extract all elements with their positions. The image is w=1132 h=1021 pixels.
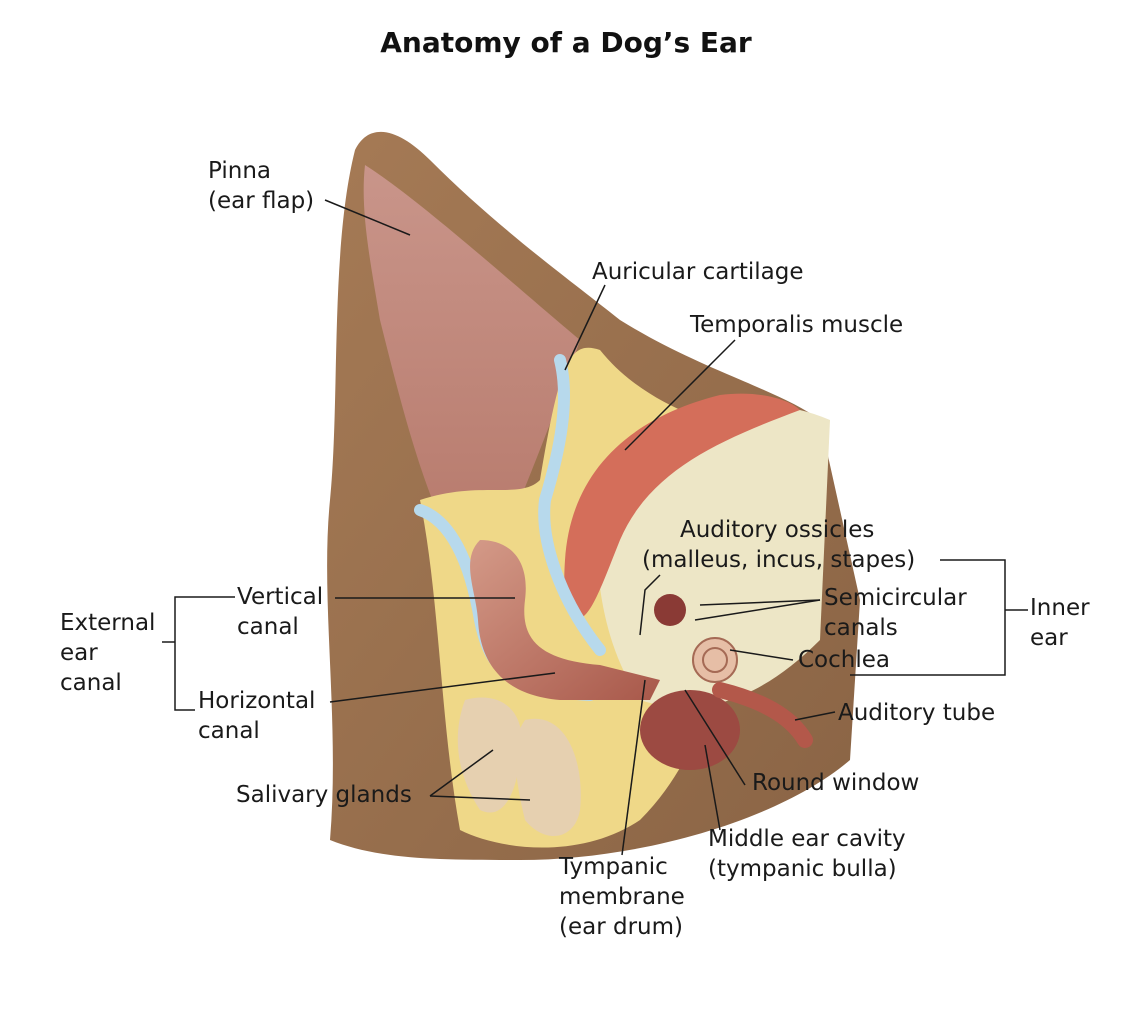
- external-canal-bracket: [174, 596, 235, 711]
- auditory-tube-leader: [794, 711, 836, 721]
- semicircular-canals-shape: [654, 594, 686, 626]
- salivary-gland-2: [515, 718, 581, 837]
- label-temporalis-muscle: Temporalis muscle: [690, 312, 904, 338]
- label-auricular-cartilage: Auricular cartilage: [592, 259, 804, 285]
- tympanic-bulla-shape: [640, 690, 740, 770]
- semicircular-canals-leader-1: [699, 599, 821, 606]
- middle-ear-leader: [704, 744, 721, 831]
- label-tympanic-membrane: Tympanic membrane (ear drum): [559, 854, 685, 940]
- pinna-inner: [363, 165, 580, 548]
- salivary-glands-leader-2: [429, 795, 531, 801]
- label-vertical-canal: Vertical canal: [237, 584, 324, 640]
- cochlea-shape: [692, 637, 738, 683]
- salivary-gland-1: [457, 697, 522, 813]
- horizontal-canal-leader: [329, 672, 556, 703]
- label-auditory-tube: Auditory tube: [838, 700, 996, 726]
- label-cochlea: Cochlea: [798, 647, 890, 673]
- round-window-leader: [684, 689, 746, 786]
- cochlea-leader: [729, 649, 794, 661]
- label-auditory-ossicles: Auditory ossicles (malleus, incus, stape…: [642, 517, 916, 573]
- semicircular-canals-leader-2: [694, 599, 821, 621]
- ear-canal-shape: [470, 540, 660, 700]
- auricular-cartilage-shape: [538, 354, 606, 656]
- auditory-ossicles-leader: [639, 574, 661, 636]
- label-semicircular-canals: Semicircular canals: [824, 585, 967, 641]
- label-pinna: Pinna (ear flap): [208, 158, 315, 214]
- diagram-title: Anatomy of a Dog’s Ear: [380, 26, 752, 59]
- tympanic-membrane-leader: [621, 679, 646, 856]
- pinna-leader: [324, 199, 411, 236]
- inner-ear-bracket: [850, 559, 1006, 676]
- label-middle-ear-cavity: Middle ear cavity (tympanic bulla): [708, 826, 906, 882]
- label-horizontal-canal: Horizontal canal: [198, 688, 316, 744]
- label-external-ear-canal: External ear canal: [60, 610, 156, 696]
- label-inner-ear: Inner ear: [1030, 595, 1090, 651]
- temporalis-muscle-leader: [624, 339, 736, 451]
- label-round-window: Round window: [752, 770, 920, 796]
- label-salivary-glands: Salivary glands: [236, 782, 412, 808]
- auditory-tube-shape: [712, 682, 813, 748]
- auricular-cartilage-leader: [564, 284, 606, 371]
- temporalis-muscle-shape: [564, 393, 800, 620]
- salivary-glands-leader-1: [429, 749, 494, 797]
